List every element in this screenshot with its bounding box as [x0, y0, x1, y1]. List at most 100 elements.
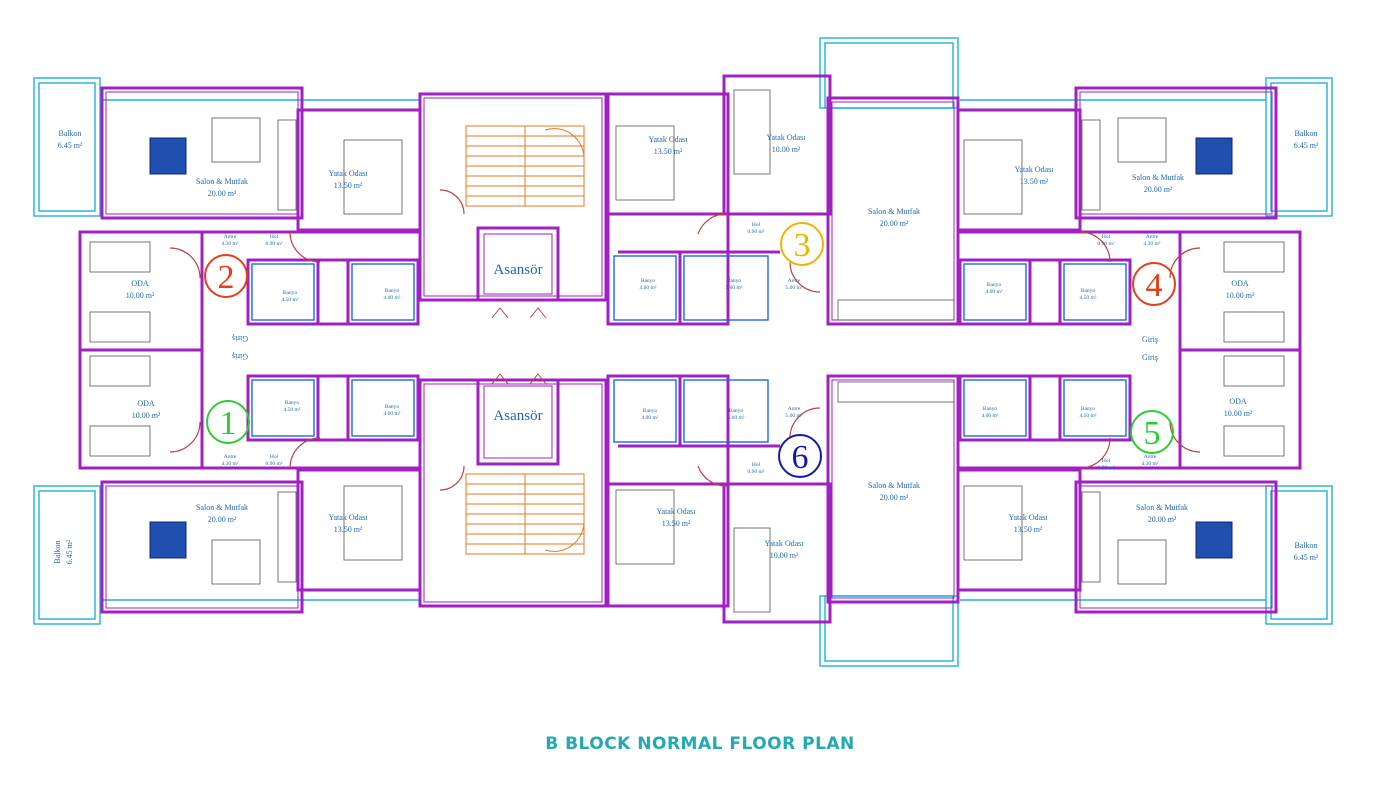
- stairs: [465, 125, 585, 555]
- unit-marker-5: 5: [1130, 410, 1174, 454]
- u1-oda-label: ODA: [137, 399, 155, 408]
- u6-salon-label: Salon & Mutfak: [868, 481, 920, 490]
- u4-banyo-b-label: Banyo: [1081, 288, 1096, 294]
- u6-yatak-label: Yatak Odası: [657, 507, 697, 516]
- u6-yatak-area: 13.50 m²: [662, 519, 691, 528]
- u3-yatak-label: Yatak Odası: [649, 135, 689, 144]
- u3-salon-label: Salon & Mutfak: [868, 207, 920, 216]
- u3-yatak2-area: 10.00 m²: [772, 145, 801, 154]
- u3-banyo-a-label: Banyo: [641, 278, 656, 284]
- unit-number-2: 2: [218, 259, 235, 296]
- u6-salon-area: 20.00 m²: [880, 493, 909, 502]
- u1-hol-area: 0.90 m²: [266, 461, 283, 467]
- u1-oda-area: 10.00 m²: [132, 411, 161, 420]
- u4-yatak-area: 13.50 m²: [1020, 177, 1049, 186]
- u1-balkon-area: 6.45 m²: [65, 539, 74, 564]
- u6-hol-area: 0.90 m²: [748, 469, 765, 475]
- u4-salon-area: 20.00 m²: [1144, 185, 1173, 194]
- u4-hol-label: Hol: [1102, 234, 1111, 240]
- u4-antre-area: 4.30 m²: [1144, 241, 1161, 247]
- elevators: [483, 233, 553, 459]
- u1-banyo-a-area: 4.50 m²: [284, 407, 301, 413]
- u5-salon-area: 20.00 m²: [1148, 515, 1177, 524]
- u1-salon-label: Salon & Mutfak: [196, 503, 248, 512]
- u3-banyo-a-area: 4.00 m²: [640, 285, 657, 291]
- u5-banyo-a-label: Banyo: [983, 406, 998, 412]
- u2-antre-label: Antre: [224, 234, 237, 240]
- entrance-label-4: Giriş: [1142, 335, 1158, 344]
- u3-hol-area: 0.90 m²: [748, 229, 765, 235]
- u6-antre-label: Antre: [788, 406, 801, 412]
- u3-yatak-area: 13.50 m²: [654, 147, 683, 156]
- u2-balkon-label: Balkon: [58, 129, 81, 138]
- u2-hol-area: 0.90 m²: [266, 241, 283, 247]
- u5-oda-label: ODA: [1229, 397, 1247, 406]
- u6-banyo-b-area: 5.00 m²: [728, 415, 745, 421]
- elevator-label-top: Asansör: [493, 262, 542, 278]
- inner-walls: [105, 91, 1273, 609]
- u4-oda-area: 10.00 m²: [1226, 291, 1255, 300]
- unit-marker-6: 6: [778, 434, 822, 478]
- furniture: [89, 89, 1285, 613]
- unit-marker-1: 1: [206, 400, 250, 444]
- u4-oda-label: ODA: [1231, 279, 1249, 288]
- u5-banyo-a-area: 4.00 m²: [982, 413, 999, 419]
- u3-antre-label: Antre: [788, 278, 801, 284]
- u5-salon-label: Salon & Mutfak: [1136, 503, 1188, 512]
- u5-hol-label: Hol: [1102, 458, 1111, 464]
- entrance-label-1: Giriş: [232, 352, 248, 361]
- unit-marker-4: 4: [1132, 262, 1176, 306]
- u4-balkon-area: 6.45 m²: [1294, 141, 1319, 150]
- u5-banyo-b-area: 4.50 m²: [1080, 413, 1097, 419]
- elevator-label-bottom: Asansör: [493, 408, 542, 424]
- u2-banyo-a-label: Banyo: [283, 290, 298, 296]
- unit-number-6: 6: [792, 439, 809, 476]
- u4-balkon-label: Balkon: [1294, 129, 1317, 138]
- entrance-label-5: Giriş: [1142, 353, 1158, 362]
- u2-oda-area: 10.00 m²: [126, 291, 155, 300]
- u5-balkon-area: 6.45 m²: [1294, 553, 1319, 562]
- balconies: [33, 37, 1333, 667]
- u2-antre-area: 4.30 m²: [222, 241, 239, 247]
- u5-balkon-label: Balkon: [1294, 541, 1317, 550]
- u3-salon-area: 20.00 m²: [880, 219, 909, 228]
- u5-yatak-label: Yatak Odası: [1009, 513, 1049, 522]
- u6-banyo-b-label: Banyo: [729, 408, 744, 414]
- bath-fixtures: [251, 255, 1127, 443]
- u2-banyo-a-area: 4.50 m²: [282, 297, 299, 303]
- u4-hol-area: 0.90 m²: [1098, 241, 1115, 247]
- u2-yatak-area: 13.50 m²: [334, 181, 363, 190]
- u4-banyo-b-area: 4.50 m²: [1080, 295, 1097, 301]
- unit-marker-3: 3: [780, 222, 824, 266]
- u4-salon-label: Salon & Mutfak: [1132, 173, 1184, 182]
- u4-antre-label: Antre: [1146, 234, 1159, 240]
- u1-yatak-label: Yatak Odası: [329, 513, 369, 522]
- u5-antre-label: Antre: [1144, 454, 1157, 460]
- u6-banyo-a-label: Banyo: [643, 408, 658, 414]
- unit-number-3: 3: [794, 227, 811, 264]
- unit-marker-2: 2: [204, 254, 248, 298]
- u3-hol-label: Hol: [752, 222, 761, 228]
- u2-banyo-b-area: 4.00 m²: [384, 295, 401, 301]
- unit-number-1: 1: [220, 405, 237, 442]
- sofas: [149, 137, 1233, 559]
- u6-yatak2-area: 10.00 m²: [770, 551, 799, 560]
- u2-salon-label: Salon & Mutfak: [196, 177, 248, 186]
- u2-yatak-label: Yatak Odası: [329, 169, 369, 178]
- u3-antre-area: 5.00 m²: [786, 285, 803, 291]
- u2-balkon-area: 6.45 m²: [58, 141, 83, 150]
- u6-hol-label: Hol: [752, 462, 761, 468]
- u4-banyo-a-area: 4.00 m²: [986, 289, 1003, 295]
- u6-banyo-a-area: 4.00 m²: [642, 415, 659, 421]
- u1-banyo-b-area: 4.00 m²: [384, 411, 401, 417]
- u1-hol-label: Hol: [270, 454, 279, 460]
- u4-banyo-a-label: Banyo: [987, 282, 1002, 288]
- u1-salon-area: 20.00 m²: [208, 515, 237, 524]
- u2-banyo-b-label: Banyo: [385, 288, 400, 294]
- u5-yatak-area: 13.50 m²: [1014, 525, 1043, 534]
- u6-yatak2-label: Yatak Odası: [765, 539, 805, 548]
- u2-salon-area: 20.00 m²: [208, 189, 237, 198]
- entrance-label-2: Giriş: [232, 334, 248, 343]
- u6-antre-area: 5.00 m²: [786, 413, 803, 419]
